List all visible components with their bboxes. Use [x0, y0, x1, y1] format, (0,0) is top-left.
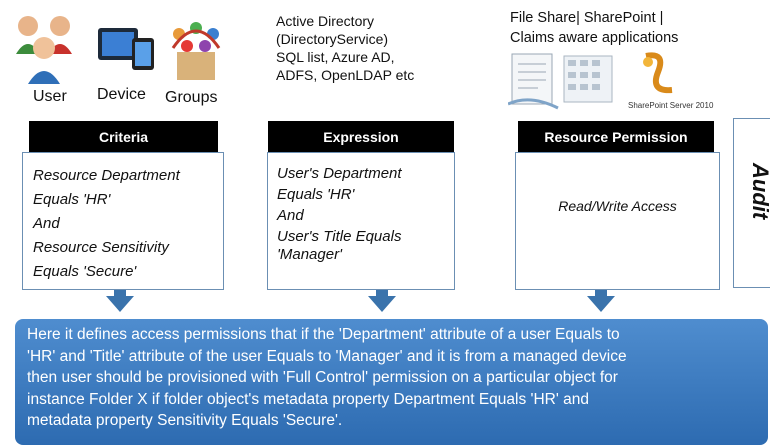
expression-line: User's Department: [277, 165, 402, 182]
groups-icon: [165, 18, 227, 82]
expression-line: 'Manager': [277, 246, 342, 263]
sharepoint-logo-text: SharePoint Server 2010: [628, 101, 714, 110]
criteria-line: And: [33, 215, 60, 232]
directory-source-line: (DirectoryService): [276, 31, 389, 47]
groups-label: Groups: [165, 89, 218, 106]
summary-line: instance Folder X if folder object's met…: [27, 390, 589, 408]
device-icon: [96, 24, 158, 74]
permission-box: Read/Write Access: [515, 152, 720, 290]
summary-line: metadata property Sensitivity Equals 'Se…: [27, 412, 343, 429]
criteria-line: Equals 'Secure': [33, 263, 137, 280]
directory-sources: Active Directory (DirectoryService) SQL …: [276, 12, 414, 84]
criteria-box: Resource Department Equals 'HR' And Reso…: [22, 152, 224, 290]
expression-line: Equals 'HR': [277, 186, 355, 203]
criteria-header: Criteria: [29, 121, 218, 152]
resources-list: File Share| SharePoint | Claims aware ap…: [510, 8, 678, 48]
file-share-icon: [507, 50, 618, 112]
down-arrow: [106, 290, 134, 312]
summary-line: then user should be provisioned with 'Fu…: [27, 369, 618, 386]
expression-header: Expression: [268, 121, 454, 152]
expression-line: And: [277, 207, 304, 224]
criteria-line: Equals 'HR': [33, 191, 111, 208]
summary-banner: Here it defines access permissions that …: [15, 319, 768, 445]
permission-body: Read/Write Access: [558, 198, 677, 214]
down-arrow: [587, 290, 615, 312]
users-icon: [8, 8, 84, 86]
expression-line: User's Title Equals: [277, 228, 402, 245]
expression-box: User's Department Equals 'HR' And User's…: [267, 152, 455, 290]
device-label: Device: [97, 86, 146, 103]
criteria-line: Resource Department: [33, 167, 180, 184]
summary-line: 'HR' and 'Title' attribute of the user E…: [27, 347, 627, 365]
down-arrow: [368, 290, 396, 312]
audit-box: Audit: [733, 118, 770, 288]
summary-line: Here it defines access permissions that …: [27, 326, 620, 343]
directory-source-line: ADFS, OpenLDAP etc: [276, 67, 415, 83]
audit-label: Audit: [748, 163, 770, 220]
directory-source-line: SQL list, Azure AD,: [276, 49, 395, 65]
permission-header: Resource Permission: [518, 121, 714, 152]
resources-line: Claims aware applications: [510, 30, 679, 46]
directory-source-line: Active Directory: [276, 13, 375, 29]
resources-line: File Share| SharePoint |: [510, 10, 664, 26]
sharepoint-logo: SharePoint Server 2010: [628, 52, 714, 112]
criteria-line: Resource Sensitivity: [33, 239, 169, 256]
user-label: User: [33, 88, 67, 105]
